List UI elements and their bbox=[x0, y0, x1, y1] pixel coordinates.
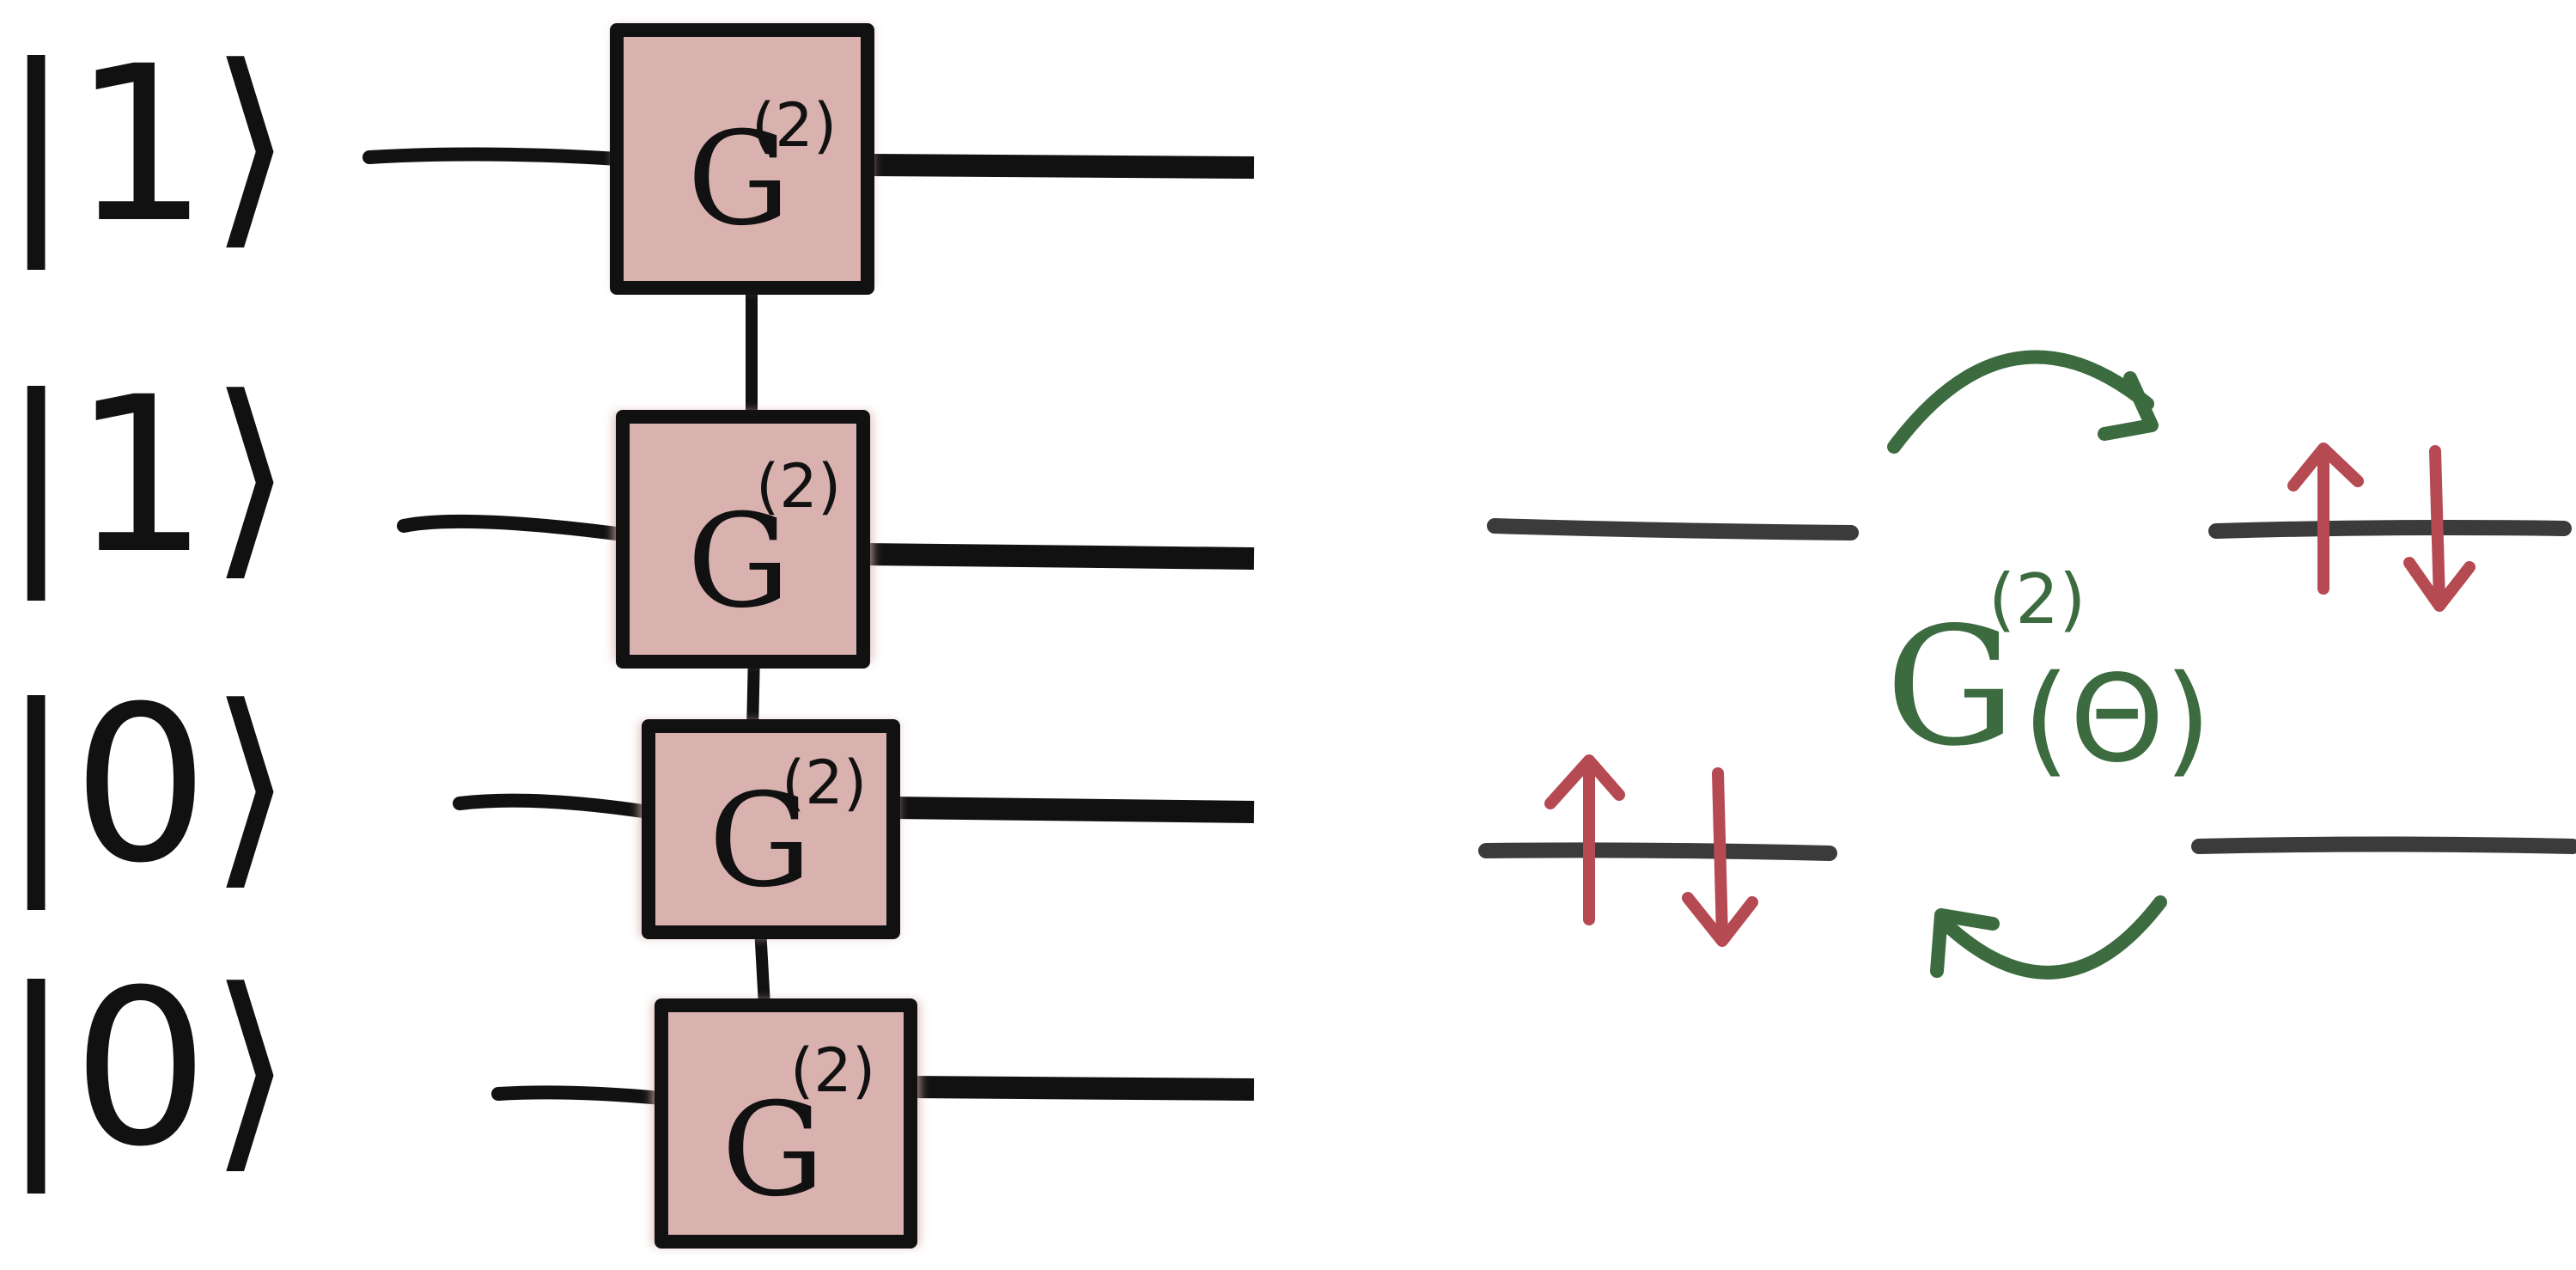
gate-box: G (2) bbox=[610, 23, 874, 295]
qubit-row-2: |1⟩ G (2) bbox=[0, 351, 1255, 669]
gate-symbol: G bbox=[722, 1076, 825, 1225]
ket-label: |0⟩ bbox=[0, 660, 293, 910]
gate-box: G (2) bbox=[640, 719, 900, 939]
wire-in bbox=[491, 1085, 668, 1105]
wire-out bbox=[892, 797, 1255, 823]
gate-superscript: (2) bbox=[752, 90, 837, 161]
right-spin-pair bbox=[2287, 443, 2476, 612]
wire-in bbox=[453, 793, 655, 819]
gate-symbol: G bbox=[687, 487, 790, 637]
connector-3-4 bbox=[754, 922, 770, 1011]
spin-down-icon bbox=[2403, 445, 2476, 612]
gate-superscript: (2) bbox=[756, 451, 841, 522]
left-spin-pair bbox=[1544, 754, 1758, 947]
right-upper-level bbox=[2208, 520, 2572, 539]
orbital-diagram: G (2) (Θ) bbox=[1478, 350, 2576, 980]
operator-label: G (2) (Θ) bbox=[1885, 559, 2211, 790]
right-lower-level bbox=[2191, 836, 2576, 854]
qubit-row-4: |0⟩ G (2) bbox=[0, 943, 1255, 1249]
wire-in bbox=[397, 514, 630, 541]
wire-out bbox=[910, 1076, 1255, 1101]
spin-down-icon bbox=[1682, 767, 1758, 947]
ket-label: |1⟩ bbox=[0, 20, 293, 270]
qubit-row-3: |0⟩ G (2) bbox=[0, 660, 1255, 939]
curved-arrow-icon bbox=[1887, 350, 2159, 454]
qubit-row-1: |1⟩ G (2) bbox=[0, 20, 1255, 295]
ket-label: |1⟩ bbox=[0, 351, 293, 601]
gate-symbol: G bbox=[687, 105, 790, 254]
spin-up-icon bbox=[1544, 754, 1625, 925]
left-upper-level bbox=[1487, 518, 1859, 540]
ket-label: |0⟩ bbox=[0, 943, 293, 1194]
curved-arrow-icon bbox=[1930, 895, 2167, 980]
energy-levels bbox=[1478, 518, 2576, 861]
left-lower-level bbox=[1478, 842, 1837, 861]
operator-symbol: G bbox=[1885, 592, 2016, 782]
wire-out bbox=[862, 543, 1255, 570]
wire-out bbox=[871, 154, 1255, 179]
gate-symbol: G bbox=[709, 766, 812, 916]
operator-superscript: (2) bbox=[1988, 559, 2086, 639]
operator-argument: (Θ) bbox=[2023, 650, 2211, 790]
gate-box: G (2) bbox=[614, 410, 872, 669]
quantum-circuit: |1⟩ G (2) |1⟩ G (2) |0⟩ bbox=[0, 20, 1255, 1249]
spin-up-icon bbox=[2287, 443, 2364, 595]
wire-in bbox=[362, 147, 625, 166]
gate-superscript: (2) bbox=[782, 748, 867, 818]
gate-superscript: (2) bbox=[790, 1035, 875, 1106]
gate-box: G (2) bbox=[653, 998, 919, 1249]
excitation-arrows bbox=[1887, 350, 2167, 980]
